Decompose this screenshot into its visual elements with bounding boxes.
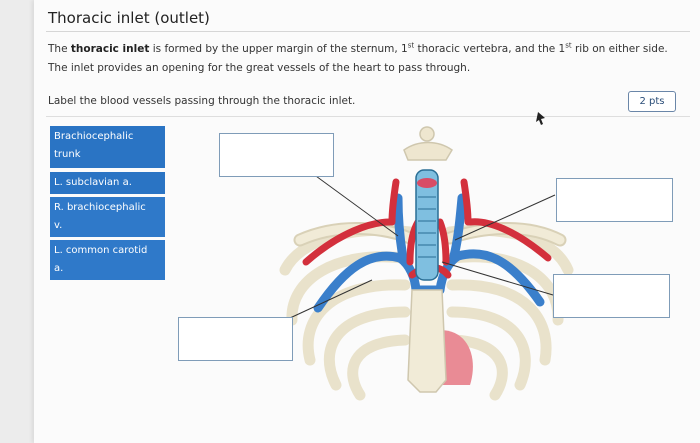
tile-label-line1: L. common carotid bbox=[54, 245, 148, 256]
desc-part2: thoracic vertebra, and the 1 bbox=[414, 43, 566, 55]
tile-label-line1: L. subclavian a. bbox=[54, 177, 132, 188]
desc-sup1: st bbox=[407, 41, 415, 50]
question-title: Thoracic inlet (outlet) bbox=[48, 9, 210, 27]
desc-line2: The inlet provides an opening for the gr… bbox=[48, 62, 471, 74]
drop-target-1[interactable] bbox=[219, 133, 334, 177]
answer-tile-l-common-carotid[interactable]: L. common carotid a. bbox=[50, 240, 165, 280]
drop-target-2[interactable] bbox=[556, 178, 673, 222]
title-divider bbox=[46, 31, 690, 32]
drop-target-4[interactable] bbox=[178, 317, 293, 361]
question-prompt: Label the blood vessels passing through … bbox=[48, 95, 356, 107]
desc-bold-term: thoracic inlet bbox=[70, 43, 150, 55]
tile-label-line2: v. bbox=[54, 220, 63, 231]
drop-target-3[interactable] bbox=[553, 274, 670, 318]
vertebra-spinous-process bbox=[419, 126, 435, 142]
tile-label-line1: Brachiocephalic bbox=[54, 131, 134, 142]
points-badge: 2 pts bbox=[628, 91, 676, 112]
vertebra bbox=[403, 141, 453, 161]
answer-tile-l-subclavian[interactable]: L. subclavian a. bbox=[50, 172, 165, 194]
question-description: The thoracic inlet is formed by the uppe… bbox=[48, 40, 688, 78]
desc-part1: is formed by the upper margin of the ste… bbox=[149, 43, 408, 55]
prompt-divider bbox=[46, 116, 690, 117]
answer-tile-r-brachiocephalic-v[interactable]: R. brachiocephalic v. bbox=[50, 197, 165, 237]
answer-tile-brachiocephalic-trunk[interactable]: Brachiocephalic trunk bbox=[50, 126, 165, 168]
heart-shape bbox=[440, 330, 473, 385]
desc-sup2: st bbox=[565, 41, 572, 50]
desc-prefix: The bbox=[48, 43, 71, 55]
tile-label-line2: trunk bbox=[54, 149, 81, 160]
sternum bbox=[407, 289, 447, 393]
tile-label-line1: R. brachiocephalic bbox=[54, 202, 146, 213]
mouse-cursor-icon bbox=[536, 112, 545, 125]
esophagus bbox=[417, 178, 437, 188]
tile-label-line2: a. bbox=[54, 263, 64, 274]
desc-part3: rib on either side. bbox=[571, 43, 668, 55]
